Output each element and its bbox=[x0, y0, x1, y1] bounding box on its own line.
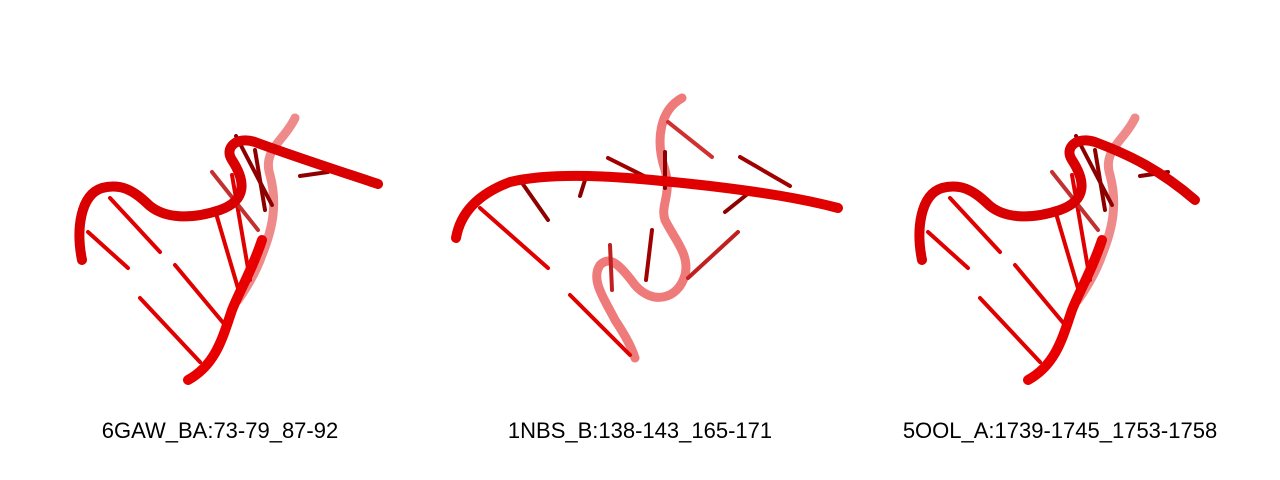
base-rung bbox=[173, 263, 227, 327]
base-rung bbox=[1013, 263, 1067, 327]
structure-label: 5OOL_A:1739-1745_1753-1758 bbox=[902, 418, 1218, 443]
base-rung bbox=[213, 208, 242, 297]
base-rung bbox=[978, 296, 1042, 364]
rna-structure-5ool bbox=[914, 113, 1200, 385]
base-rung bbox=[666, 120, 714, 159]
structure-panel-3: 5OOL_A:1739-1745_1753-1758 bbox=[840, 0, 1280, 480]
base-rung bbox=[478, 206, 550, 270]
rna-structure-1nbs bbox=[451, 93, 843, 363]
base-rung bbox=[1053, 208, 1082, 297]
base-rung bbox=[518, 178, 550, 222]
backbone-strand bbox=[451, 170, 843, 243]
structure-panel-1: 6GAW_BA:73-79_87-92 bbox=[0, 0, 440, 480]
rna-structure-6gaw bbox=[74, 113, 383, 385]
base-rung bbox=[253, 148, 267, 212]
base-rung bbox=[230, 173, 252, 282]
base-rung bbox=[568, 293, 632, 357]
base-rung bbox=[1074, 134, 1114, 207]
base-rung bbox=[644, 228, 654, 282]
base-rung bbox=[1093, 148, 1107, 212]
base-rung bbox=[298, 170, 330, 178]
base-pairs bbox=[86, 134, 330, 364]
base-rung bbox=[138, 296, 202, 364]
backbone-loop bbox=[592, 93, 691, 363]
base-rung bbox=[86, 230, 130, 270]
structure-panel-2: 1NBS_B:138-143_165-171 bbox=[420, 0, 860, 480]
base-rung bbox=[608, 243, 614, 292]
base-rung bbox=[108, 196, 162, 254]
base-rung bbox=[948, 196, 1002, 254]
backbone-strand-1 bbox=[914, 135, 1200, 265]
base-rung bbox=[578, 178, 587, 198]
structure-label: 1NBS_B:138-143_165-171 bbox=[507, 418, 773, 443]
structure-label: 6GAW_BA:73-79_87-92 bbox=[101, 418, 339, 443]
backbone-strand-2 bbox=[183, 235, 267, 385]
backbone-strand-2 bbox=[1023, 235, 1107, 385]
base-rung bbox=[234, 134, 274, 207]
base-pairs bbox=[926, 134, 1170, 364]
base-rung bbox=[738, 155, 792, 188]
base-rung bbox=[686, 230, 740, 280]
base-pairs bbox=[478, 120, 792, 357]
base-rung bbox=[1070, 173, 1092, 282]
base-rung bbox=[926, 230, 970, 270]
backbone-strand-1 bbox=[74, 135, 383, 265]
